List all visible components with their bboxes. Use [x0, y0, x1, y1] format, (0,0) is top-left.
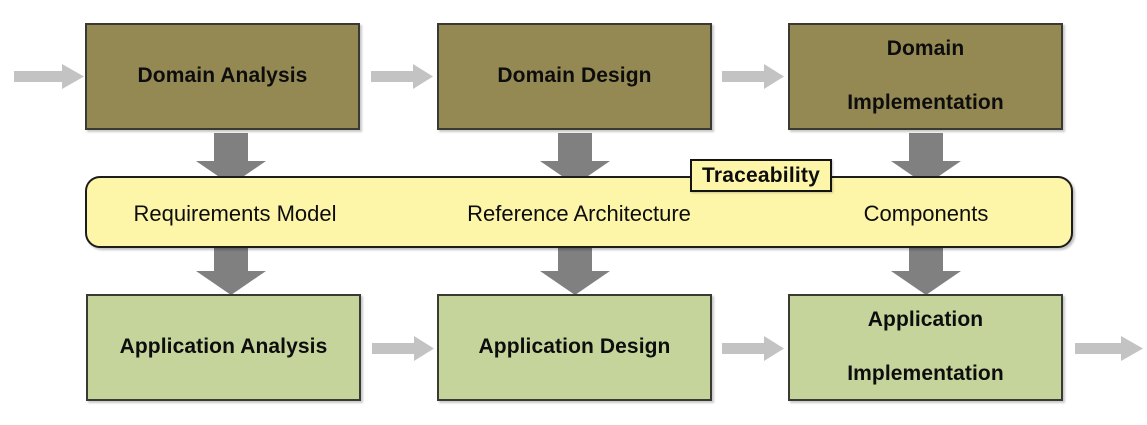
box-domain-implementation-label-line2: Implementation	[847, 90, 1004, 114]
flow-arrow-input-domain	[14, 64, 84, 89]
flow-arrow-domain-analysis-to-design	[371, 64, 433, 89]
box-application-analysis-label: Application Analysis	[119, 335, 328, 359]
traceability-tag[interactable]: Traceability	[690, 159, 832, 192]
box-application-design-label: Application Design	[478, 335, 671, 359]
artifact-components: Components	[863, 201, 989, 226]
traceability-tag-label: Traceability	[702, 163, 820, 187]
derive-arrow-domain-design-to-reference-architecture	[540, 133, 610, 185]
artifact-reference-architecture: Reference Architecture	[467, 201, 691, 226]
flow-arrow-application-analysis-to-design	[372, 336, 434, 361]
traceability-band[interactable]	[85, 176, 1073, 248]
derive-arrow-domain-analysis-to-requirements-model	[196, 133, 266, 185]
box-domain-analysis-label: Domain Analysis	[137, 64, 308, 88]
artifact-requirements-model: Requirements Model	[133, 201, 337, 226]
box-domain-design-label: Domain Design	[497, 64, 652, 88]
flow-arrow-output-application	[1075, 336, 1143, 361]
box-application-implementation-label-line1: Application	[867, 308, 984, 332]
flow-arrow-domain-design-to-implementation	[722, 64, 784, 89]
box-application-design[interactable]: Application Design	[437, 294, 712, 401]
flow-arrow-application-design-to-implementation	[722, 336, 784, 361]
box-application-analysis[interactable]: Application Analysis	[86, 294, 361, 401]
box-domain-implementation-label-line1: Domain	[886, 37, 965, 61]
box-domain-design[interactable]: Domain Design	[437, 23, 712, 130]
derive-arrow-reference-architecture-to-application-design	[540, 243, 610, 295]
derive-arrow-domain-implementation-to-components	[891, 133, 961, 185]
derive-arrow-components-to-application-implementation	[891, 243, 961, 295]
derive-arrow-requirements-model-to-application-analysis	[196, 243, 266, 295]
box-application-implementation-label-line2: Implementation	[847, 361, 1004, 385]
box-domain-analysis[interactable]: Domain Analysis	[85, 23, 360, 130]
